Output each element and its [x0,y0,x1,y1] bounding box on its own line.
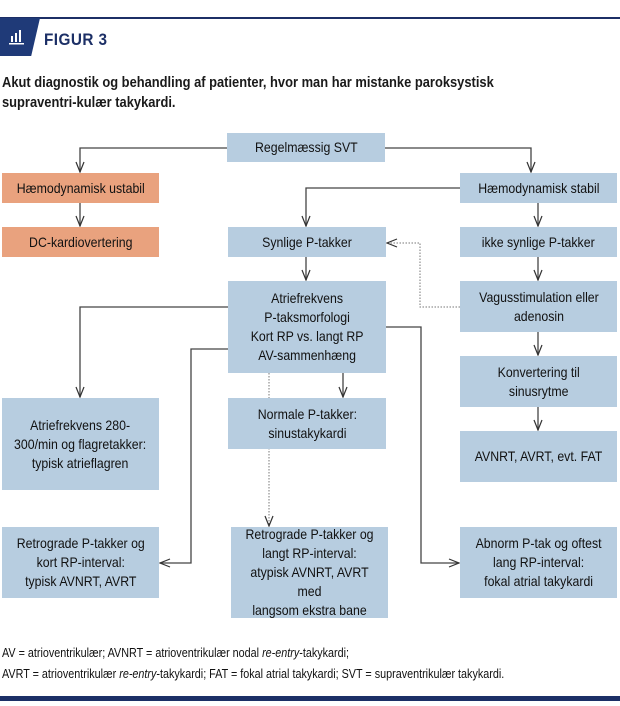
node-abnorm-p-tak: Abnorm P-tak og oftest lang RP-interval:… [460,527,617,598]
node-ikke-synlige-p-takker: ikke synlige P-takker [460,227,617,257]
edge-atrie-abnorm [386,326,459,563]
node-konvertering: Konvertering til sinusrytme [460,356,617,407]
edge-svt-stabil [385,147,531,172]
node-retrograd-kort-rp: Retrograde P-takker og kort RP-interval:… [2,527,159,598]
node-haemodynamisk-ustabil: Hæmodynamisk ustabil [2,173,159,203]
edge-svt-ustabil [80,147,227,172]
node-atriefrekvens-analyse: Atriefrekvens P-taksmorfologi Kort RP vs… [228,281,386,373]
edge-stabil-synlige [306,187,460,226]
node-vagusstimulation: Vagusstimulation eller adenosin [460,281,617,332]
bar-chart-icon [9,30,24,45]
edge-atrie-retro-kort [160,348,228,563]
footnote: AV = atrioventrikulær; AVNRT = atriovent… [2,642,583,684]
footnote-line-1: AV = atrioventrikulær; AVNRT = atriovent… [2,645,350,660]
node-normale-p-takker: Normale P-takker: sinustakykardi [228,398,386,449]
node-regelmaessig-svt: Regelmæssig SVT [227,133,385,162]
node-avnrt-avrt-fat: AVNRT, AVRT, evt. FAT [460,431,617,482]
node-haemodynamisk-stabil: Hæmodynamisk stabil [460,173,617,203]
top-rule [0,17,620,19]
figure-caption: Akut diagnostik og behandling af patient… [2,74,494,111]
node-atrieflagren: Atriefrekvens 280- 300/min og flagretakk… [2,398,159,490]
figure-label: FIGUR 3 [44,30,108,49]
edge-vagus-synlige-dotted [387,243,460,308]
node-synlige-p-takker: Synlige P-takker [228,227,386,257]
edge-atrie-flagren [80,306,228,397]
bottom-rule [0,696,620,701]
node-retrograd-langt-rp: Retrograde P-takker og langt RP-interval… [231,526,388,618]
node-dc-kardiovertering: DC-kardiovertering [2,227,159,257]
footnote-line-2: AVRT = atrioventrikulær re-entry-takykar… [2,666,505,681]
